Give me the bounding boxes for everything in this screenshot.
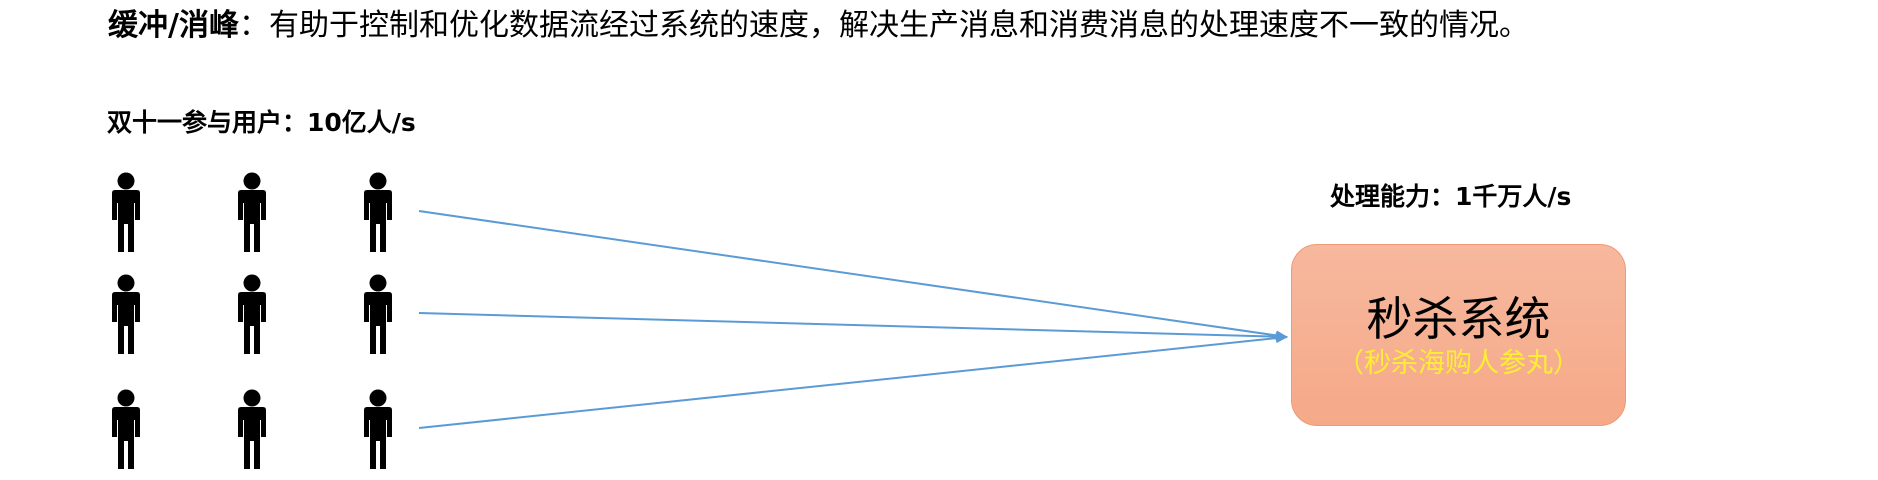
person-icon: [104, 274, 148, 354]
person-icon: [104, 389, 148, 469]
person-icon: [230, 172, 274, 252]
arrow-line-bottom: [418, 333, 1288, 429]
person-icon: [230, 389, 274, 469]
system-title: 秒杀系统: [1366, 292, 1551, 346]
capacity-label: 处理能力：1千万人/s: [1330, 182, 1572, 211]
person-icon: [356, 172, 400, 252]
system-subtitle: （秒杀海购人参丸）: [1337, 348, 1580, 379]
headline: 缓冲/消峰：有助于控制和优化数据流经过系统的速度，解决生产消息和消费消息的处理速…: [108, 6, 1529, 46]
arrow-line-middle: [418, 312, 1288, 342]
person-icon: [356, 389, 400, 469]
headline-text: ：有助于控制和优化数据流经过系统的速度，解决生产消息和消费消息的处理速度不一致的…: [238, 8, 1529, 43]
headline-term: 缓冲/消峰: [108, 8, 239, 43]
person-icon: [104, 172, 148, 252]
person-icon: [230, 274, 274, 354]
seckill-system-box: 秒杀系统 （秒杀海购人参丸）: [1291, 244, 1626, 426]
users-label: 双十一参与用户：10亿人/s: [107, 108, 416, 137]
arrow-line-top: [418, 210, 1288, 341]
person-icon: [356, 274, 400, 354]
